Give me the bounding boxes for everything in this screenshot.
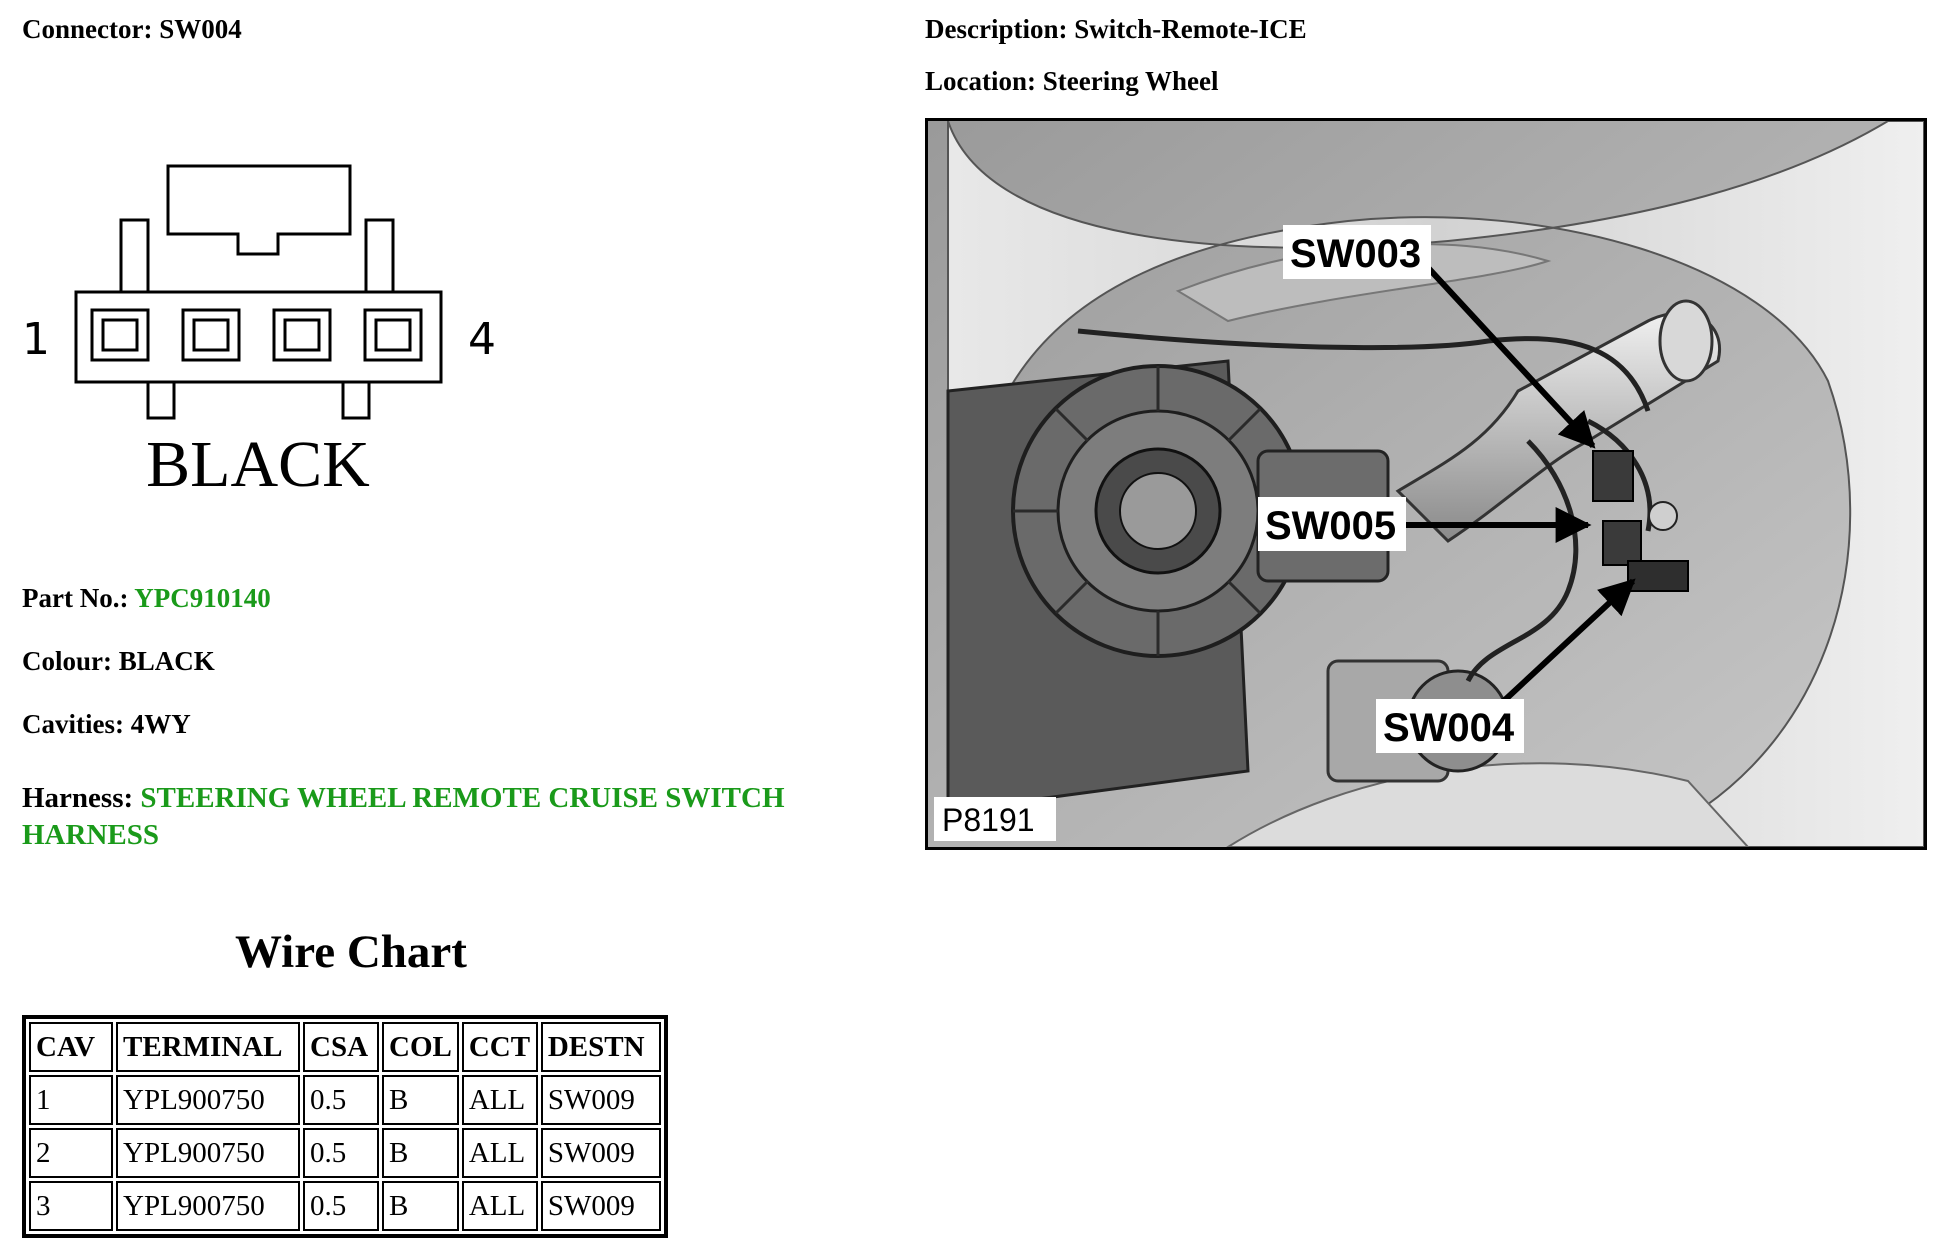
cell-cct: ALL bbox=[461, 1128, 538, 1178]
callout-arrows bbox=[1398, 243, 1636, 714]
connector-face-diagram: 1 4 BLACK bbox=[22, 164, 496, 501]
callout-sw004-text: SW004 bbox=[1383, 706, 1515, 750]
callout-label-sw004: SW004 bbox=[1376, 699, 1524, 753]
location-value: Steering Wheel bbox=[1042, 66, 1219, 96]
table-header-row: CAV TERMINAL CSA COL CCT DESTN bbox=[29, 1022, 661, 1072]
cell-destn: SW009 bbox=[540, 1128, 661, 1178]
cavities-label: Cavities: bbox=[22, 709, 124, 739]
cavities-value: 4WY bbox=[130, 709, 191, 739]
location-label: Location: bbox=[925, 66, 1036, 96]
wire-chart-title: Wire Chart bbox=[235, 926, 467, 978]
callout-sw003-text: SW003 bbox=[1290, 232, 1421, 276]
pin-label-last: 4 bbox=[468, 314, 496, 365]
connector-value: SW004 bbox=[159, 14, 242, 44]
callout-sw005-text: SW005 bbox=[1265, 504, 1396, 548]
cell-csa: 0.5 bbox=[303, 1128, 379, 1178]
connector-field: Connector: SW004 bbox=[22, 14, 242, 45]
table-row: 3 YPL900750 0.5 B ALL SW009 bbox=[29, 1181, 661, 1231]
description-label: Description: bbox=[925, 14, 1068, 44]
table-row: 2 YPL900750 0.5 B ALL SW009 bbox=[29, 1128, 661, 1178]
figure-reference-text: P8191 bbox=[942, 802, 1035, 838]
wire-chart-table: CAV TERMINAL CSA COL CCT DESTN 1 YPL9007… bbox=[22, 1015, 668, 1238]
steering-wheel-location-photo: SW003 SW005 SW004 P8191 bbox=[925, 118, 1927, 850]
cell-col: B bbox=[382, 1128, 459, 1178]
cavity-3 bbox=[272, 308, 332, 362]
callout-label-sw003: SW003 bbox=[1283, 225, 1431, 279]
harness-field: Harness: STEERING WHEEL REMOTE CRUISE SW… bbox=[22, 780, 882, 854]
cell-cav: 1 bbox=[29, 1075, 113, 1125]
cell-cct: ALL bbox=[461, 1181, 538, 1231]
header-terminal: TERMINAL bbox=[116, 1022, 300, 1072]
header-destn: DESTN bbox=[540, 1022, 661, 1072]
description-field: Description: Switch-Remote-ICE bbox=[925, 14, 1307, 45]
cavity-4 bbox=[363, 308, 423, 362]
cell-terminal: YPL900750 bbox=[116, 1181, 300, 1231]
cell-terminal: YPL900750 bbox=[116, 1075, 300, 1125]
table-row: 1 YPL900750 0.5 B ALL SW009 bbox=[29, 1075, 661, 1125]
steering-column-assembly bbox=[946, 359, 1510, 813]
arrow-sw003 bbox=[1405, 243, 1596, 449]
cell-destn: SW009 bbox=[540, 1181, 661, 1231]
colour-label: Colour: bbox=[22, 646, 112, 676]
cavities-field: Cavities: 4WY bbox=[22, 709, 191, 740]
cell-cct: ALL bbox=[461, 1075, 538, 1125]
cell-cav: 3 bbox=[29, 1181, 113, 1231]
part-no-link[interactable]: YPC910140 bbox=[134, 583, 271, 613]
cell-col: B bbox=[382, 1075, 459, 1125]
switch-connectors bbox=[1592, 450, 1689, 592]
header-cav: CAV bbox=[29, 1022, 113, 1072]
arrow-sw004 bbox=[1490, 578, 1636, 714]
cavity-1 bbox=[90, 308, 150, 362]
connector-label: Connector: bbox=[22, 14, 153, 44]
part-no-label: Part No.: bbox=[22, 583, 129, 613]
colour-value: BLACK bbox=[118, 646, 215, 676]
connector-colour-label: BLACK bbox=[146, 428, 370, 501]
cell-csa: 0.5 bbox=[303, 1075, 379, 1125]
cavity-2 bbox=[181, 308, 241, 362]
harness-label: Harness: bbox=[22, 782, 134, 814]
cell-terminal: YPL900750 bbox=[116, 1128, 300, 1178]
callout-label-sw005: SW005 bbox=[1258, 497, 1406, 551]
header-col: COL bbox=[382, 1022, 459, 1072]
cell-destn: SW009 bbox=[540, 1075, 661, 1125]
colour-field: Colour: BLACK bbox=[22, 646, 215, 677]
part-no-field: Part No.: YPC910140 bbox=[22, 583, 271, 614]
cell-cav: 2 bbox=[29, 1128, 113, 1178]
description-value: Switch-Remote-ICE bbox=[1074, 14, 1307, 44]
figure-reference: P8191 bbox=[934, 797, 1056, 841]
header-csa: CSA bbox=[303, 1022, 379, 1072]
harness-link[interactable]: STEERING WHEEL REMOTE CRUISE SWITCH HARN… bbox=[22, 782, 785, 851]
pin-label-first: 1 bbox=[22, 314, 50, 365]
cell-csa: 0.5 bbox=[303, 1181, 379, 1231]
location-field: Location: Steering Wheel bbox=[925, 66, 1218, 97]
header-cct: CCT bbox=[461, 1022, 538, 1072]
cell-col: B bbox=[382, 1181, 459, 1231]
